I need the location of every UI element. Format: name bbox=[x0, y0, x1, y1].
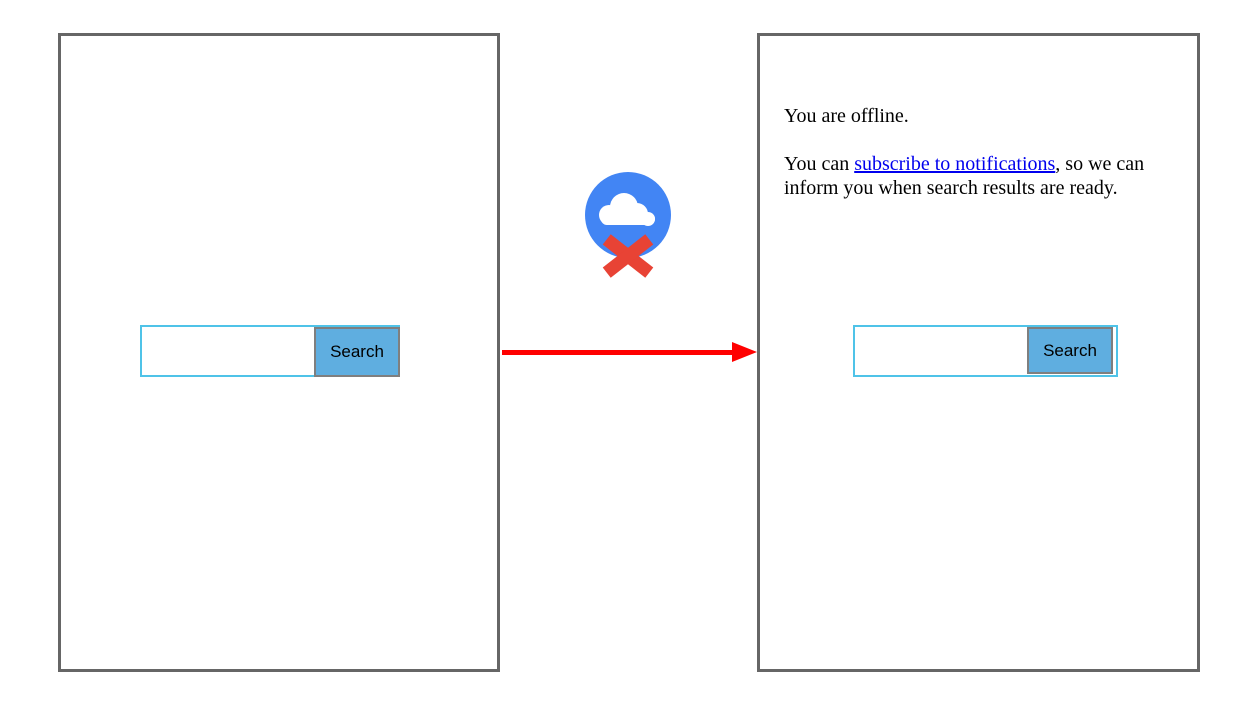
cloud-glyph bbox=[599, 193, 655, 226]
offline-cloud-x-icon bbox=[585, 172, 671, 278]
left-search-control: Search bbox=[140, 325, 400, 377]
sentence-line2: inform you when search results are ready… bbox=[784, 177, 1118, 199]
subscribe-notifications-link[interactable]: subscribe to notifications bbox=[854, 153, 1056, 175]
notification-sentence: You can subscribe to notifications, so w… bbox=[784, 152, 1204, 200]
offline-text-block: You are offline. You can subscribe to no… bbox=[784, 104, 1204, 200]
left-search-button[interactable]: Search bbox=[314, 327, 400, 377]
x-glyph bbox=[602, 234, 654, 278]
flow-arrow-head bbox=[732, 342, 757, 362]
sentence-before-link: You can bbox=[784, 153, 855, 175]
sentence-after-link: , so we can bbox=[1055, 153, 1145, 175]
offline-status-message: You are offline. bbox=[784, 105, 909, 127]
right-search-button[interactable]: Search bbox=[1027, 327, 1113, 374]
flow-arrow-shaft bbox=[502, 350, 733, 355]
right-search-control: Search bbox=[853, 325, 1118, 377]
